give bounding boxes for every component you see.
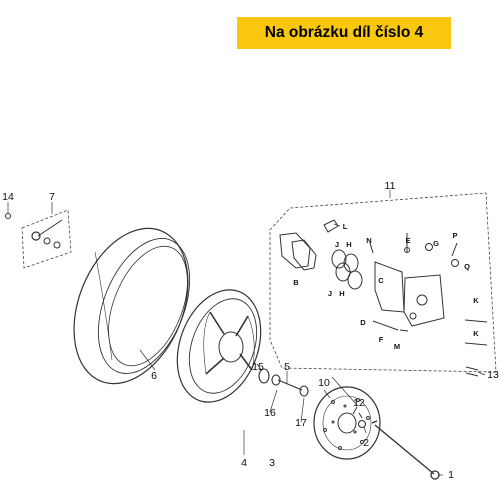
- letter-k-2: K: [473, 329, 479, 338]
- caliper: [374, 261, 445, 327]
- brake-group-outline: [269, 192, 497, 373]
- callout-1: 1: [448, 469, 454, 481]
- part-letters: L J H N E G P Q B J H C K D F M K: [293, 222, 479, 351]
- brake-bolts: [369, 233, 488, 377]
- letter-f: F: [379, 335, 384, 344]
- letter-b: B: [293, 278, 299, 287]
- tire: [73, 227, 191, 385]
- letter-j-1: J: [335, 240, 339, 249]
- letter-k-1: K: [473, 296, 479, 305]
- part-number-banner: Na obrázku díl číslo 4: [237, 17, 451, 49]
- callout-12: 12: [353, 397, 365, 409]
- callout-11: 11: [385, 180, 396, 192]
- valve-parts: [5, 213, 63, 249]
- axle: [371, 420, 440, 480]
- letter-j-2: J: [328, 289, 332, 298]
- spacers: [258, 368, 367, 429]
- callout-16: 16: [264, 407, 276, 419]
- caliper-pistons: [331, 249, 363, 290]
- letter-h-2: H: [339, 289, 344, 298]
- disc-bolts: [352, 406, 363, 419]
- callout-13: 13: [487, 369, 499, 381]
- part-numbers: 1 2 3 4 5 6 7 10 11 12 13 14 15 16 17: [2, 180, 499, 481]
- rim: [176, 289, 262, 403]
- callout-4: 4: [241, 457, 247, 469]
- callout-14: 14: [2, 191, 14, 203]
- leader-lines: [7, 190, 486, 476]
- letter-d: D: [360, 318, 366, 327]
- letter-q: Q: [464, 262, 470, 271]
- letter-c: C: [378, 276, 384, 285]
- callout-10: 10: [318, 377, 330, 389]
- letter-e: E: [405, 236, 410, 245]
- callout-15: 15: [252, 361, 264, 373]
- valve-group-outline: [21, 209, 72, 269]
- letter-n: N: [366, 236, 371, 245]
- letter-m: M: [394, 342, 400, 351]
- brake-disc: [313, 386, 381, 460]
- callout-17: 17: [295, 417, 307, 429]
- letter-h-1: H: [346, 240, 351, 249]
- letter-l: L: [343, 222, 348, 231]
- letter-p: P: [452, 231, 457, 240]
- callout-2: 2: [363, 437, 369, 449]
- callout-7: 7: [49, 191, 55, 203]
- brake-pads: [279, 219, 339, 271]
- callout-3: 3: [269, 457, 275, 469]
- callout-6: 6: [151, 370, 157, 382]
- letter-g: G: [433, 239, 439, 248]
- callout-5: 5: [284, 361, 290, 373]
